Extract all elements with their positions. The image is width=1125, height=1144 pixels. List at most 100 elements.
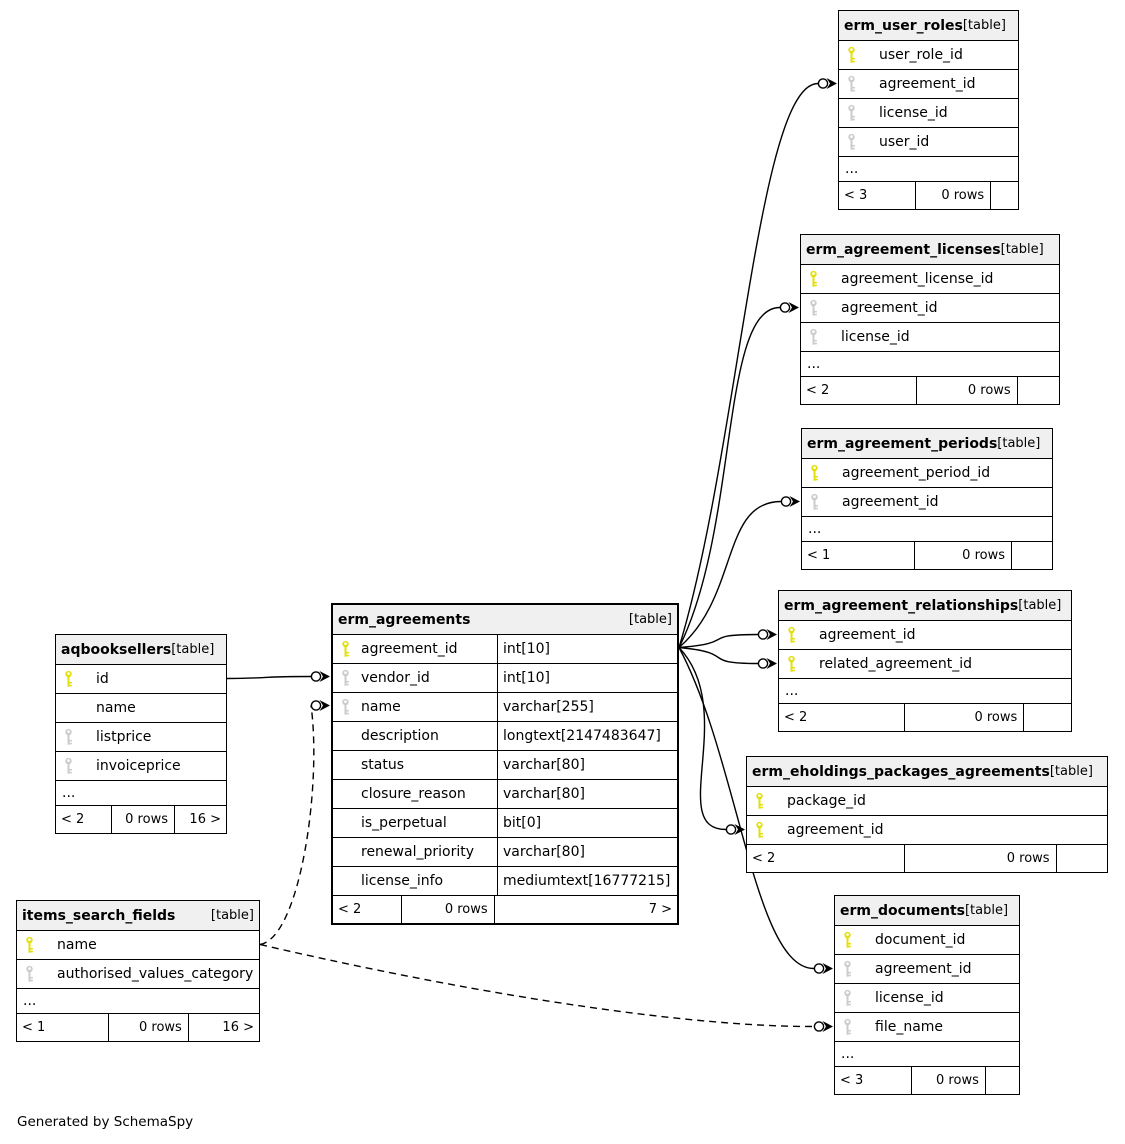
column-name: license_id (879, 105, 948, 121)
edge-arrowhead (822, 963, 833, 974)
footer-children-count: < 2 (333, 896, 402, 923)
column-name: name (361, 699, 401, 715)
column-name-cell: description (333, 722, 498, 750)
column-name: file_name (875, 1019, 944, 1035)
table-title: erm_agreement_periods (807, 435, 998, 452)
ellipsis-row: ... (802, 517, 1052, 542)
column-name: agreement_period_id (842, 465, 991, 481)
footer-children-count: < 2 (801, 377, 918, 404)
footer-parents-count: 7 > (648, 902, 672, 917)
footer-row-count: 0 rows (916, 182, 992, 209)
edge-circle-terminator (779, 302, 791, 313)
table-title: erm_agreement_relationships (784, 597, 1019, 614)
column-name-cell: name (333, 693, 498, 721)
edge-arrowhead (766, 629, 777, 640)
column-row-name: name (56, 694, 226, 723)
edge-circle-terminator (310, 700, 322, 711)
table-erm_agreement_periods[interactable]: erm_agreement_periods[table]agreement_pe… (801, 428, 1053, 570)
column-name: listprice (96, 729, 152, 745)
ellipsis-row: ... (801, 352, 1059, 377)
primary-key-icon (810, 270, 817, 287)
foreign-key-icon (65, 728, 72, 745)
table-erm_agreement_licenses[interactable]: erm_agreement_licenses[table]agreement_l… (800, 234, 1060, 405)
edge-circle-terminator (780, 496, 792, 507)
column-row-file_name: file_name (835, 1013, 1019, 1042)
fk-edge (678, 633, 759, 649)
column-type: bit[0] (503, 815, 542, 831)
column-row-agreement_period_id: agreement_period_id (802, 459, 1052, 488)
footer-parents-count (1012, 542, 1052, 569)
column-type: varchar[80] (503, 844, 585, 860)
column-name-cell: vendor_id (333, 664, 498, 692)
generator-note: Generated by SchemaSpy (17, 1114, 194, 1130)
column-row-id: id (56, 665, 226, 694)
table-title: erm_documents (840, 902, 965, 919)
column-row-agreement_license_id: agreement_license_id (801, 265, 1059, 294)
footer-row-count: 0 rows (912, 1067, 986, 1094)
foreign-key-icon (810, 328, 817, 345)
column-row-user_role_id: user_role_id (839, 41, 1018, 70)
table-tag: [table] (171, 642, 215, 657)
column-name: license_id (875, 990, 944, 1006)
edge-circle-terminator (310, 671, 322, 682)
table-erm_eholdings_packages_agreements[interactable]: erm_eholdings_packages_agreements[table]… (746, 756, 1108, 873)
column-row-related_agreement_id: related_agreement_id (779, 650, 1071, 679)
column-name: user_id (879, 134, 930, 150)
column-name: name (57, 937, 97, 953)
fk-edge (259, 705, 315, 946)
footer-parents-count (986, 1067, 1019, 1094)
column-name: is_perpetual (361, 815, 447, 831)
fk-edge (678, 82, 819, 648)
edge-arrowhead (319, 671, 330, 682)
column-name: description (361, 728, 439, 744)
table-tag: [table] (1049, 764, 1093, 779)
column-name: agreement_id (841, 300, 938, 316)
column-name: agreement_id (361, 641, 458, 657)
table-header: erm_documents[table] (835, 896, 1019, 926)
fk-edge (678, 500, 782, 649)
column-row-agreement_id: agreement_id (747, 816, 1107, 845)
primary-key-icon (756, 792, 763, 809)
primary-key-icon (844, 931, 851, 948)
primary-key-icon (342, 640, 349, 657)
column-name: agreement_license_id (841, 271, 994, 287)
column-name: agreement_id (842, 494, 939, 510)
column-name: authorised_values_category (57, 966, 254, 982)
column-name: agreement_id (787, 822, 884, 838)
column-row-license_id: license_id (839, 99, 1018, 128)
footer-row-count: 0 rows (112, 806, 175, 833)
edge-arrowhead (822, 1021, 833, 1032)
table-title: erm_user_roles (844, 17, 963, 34)
column-type: varchar[255] (503, 699, 594, 715)
footer-row-count: 0 rows (917, 377, 1018, 404)
column-type: int[10] (503, 641, 550, 657)
fk-edge (678, 646, 759, 665)
edge-circle-terminator (757, 658, 769, 669)
edge-circle-terminator (725, 824, 737, 835)
column-type: varchar[80] (503, 786, 585, 802)
table-erm_agreement_relationships[interactable]: erm_agreement_relationships[table]agreem… (778, 590, 1072, 732)
edge-arrowhead (766, 658, 777, 669)
foreign-key-icon (342, 698, 349, 715)
column-name-cell: agreement_id (333, 635, 498, 663)
foreign-key-icon (844, 989, 851, 1006)
column-row-agreement_id: agreement_id (779, 621, 1071, 650)
column-name: id (96, 671, 109, 687)
column-name: agreement_id (819, 627, 916, 643)
foreign-key-icon (26, 965, 33, 982)
column-name: invoiceprice (96, 758, 181, 774)
table-tag: [table] (964, 903, 1009, 918)
